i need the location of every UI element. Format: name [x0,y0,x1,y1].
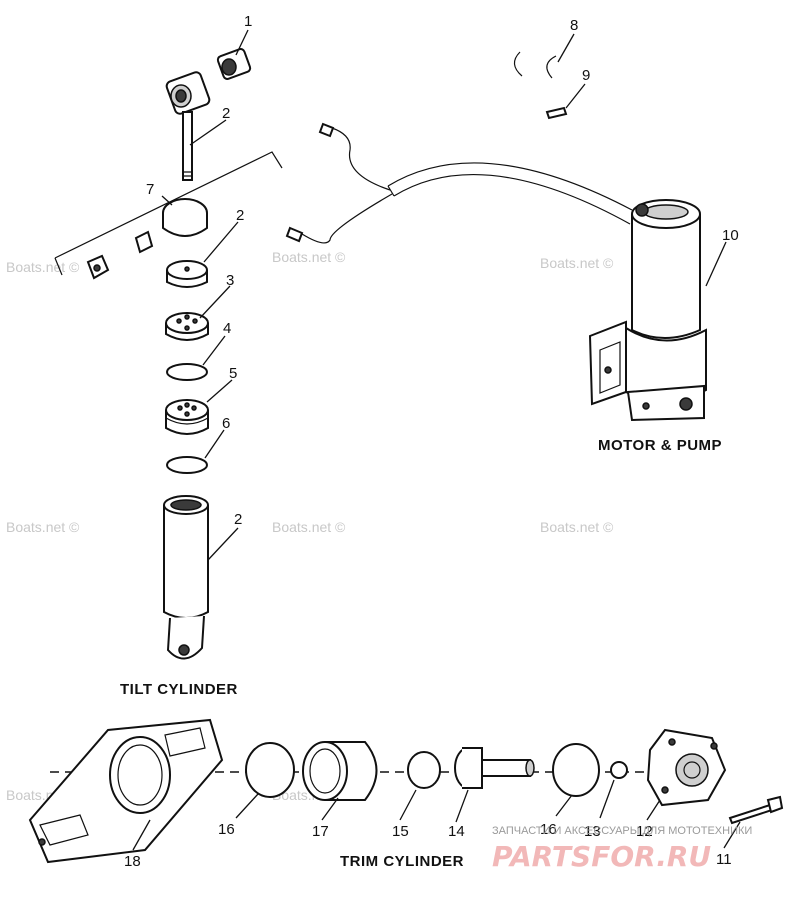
callout-14: 14 [448,823,465,840]
seal-part [245,742,295,798]
clamp-part [54,151,283,280]
watermark: Boats.net © [272,519,346,535]
sleeve-part [302,741,378,801]
pin-part [182,111,193,181]
callout-4: 4 [223,320,231,337]
screw-part [545,106,568,120]
callout-16: 16 [540,821,557,838]
shop-logo: PARTSFOR.RU [492,840,711,873]
callout-9: 9 [582,67,590,84]
callout-10: 10 [722,227,739,244]
o-ring-part [166,363,208,381]
watermark: Boats.net © [272,249,346,265]
watermark: Boats.net © [540,519,614,535]
motor-pump-part [285,122,707,422]
callout-leaders [132,29,741,851]
callout-18: 18 [124,853,141,870]
callout-16: 16 [218,821,235,838]
shop-tagline: ЗАПЧАСТИ И АКСЕССУАРЫ ДЛЯ МОТОТЕХНИКИ [492,825,752,837]
bushing-part [165,48,252,115]
callout-2: 2 [234,511,242,528]
callout-15: 15 [392,823,409,840]
trim-housing-part [28,718,224,864]
watermark: Boats.net © [6,259,80,275]
watermark: Boats.net © [540,255,614,271]
callout-12: 12 [636,823,653,840]
cap-part [166,260,208,288]
o-ring-part [166,456,208,474]
piston-part [165,399,209,435]
caption-motor-pump: MOTOR & PUMP [598,437,722,454]
callout-8: 8 [570,17,578,34]
callout-5: 5 [229,365,237,382]
callout-2: 2 [222,105,230,122]
callout-13: 13 [584,823,601,840]
bolt-part [728,795,784,825]
end-cap-part [646,728,727,807]
callout-17: 17 [312,823,329,840]
trim-piston-rod-part [454,747,535,789]
callout-7: 7 [146,181,154,198]
clip-part [513,51,557,79]
caption-tilt-cylinder: TILT CYLINDER [120,681,238,698]
callout-6: 6 [222,415,230,432]
callout-3: 3 [226,272,234,289]
tilt-tube-part [163,495,209,660]
callout-1: 1 [244,13,252,30]
callout-2: 2 [236,207,244,224]
piston-head-part [165,312,209,341]
seal-part [552,743,600,797]
caption-trim-cylinder: TRIM CYLINDER [340,853,464,870]
o-ring-part [407,751,441,789]
watermarks: Boats.net © Boats.net © Boats.net © Boat… [6,249,614,803]
watermark: Boats.net © [6,519,80,535]
callout-11: 11 [716,851,732,868]
ball-part [610,761,628,779]
shop-banner: ЗАПЧАСТИ И АКСЕССУАРЫ ДЛЯ МОТОТЕХНИКИ PA… [492,825,752,873]
